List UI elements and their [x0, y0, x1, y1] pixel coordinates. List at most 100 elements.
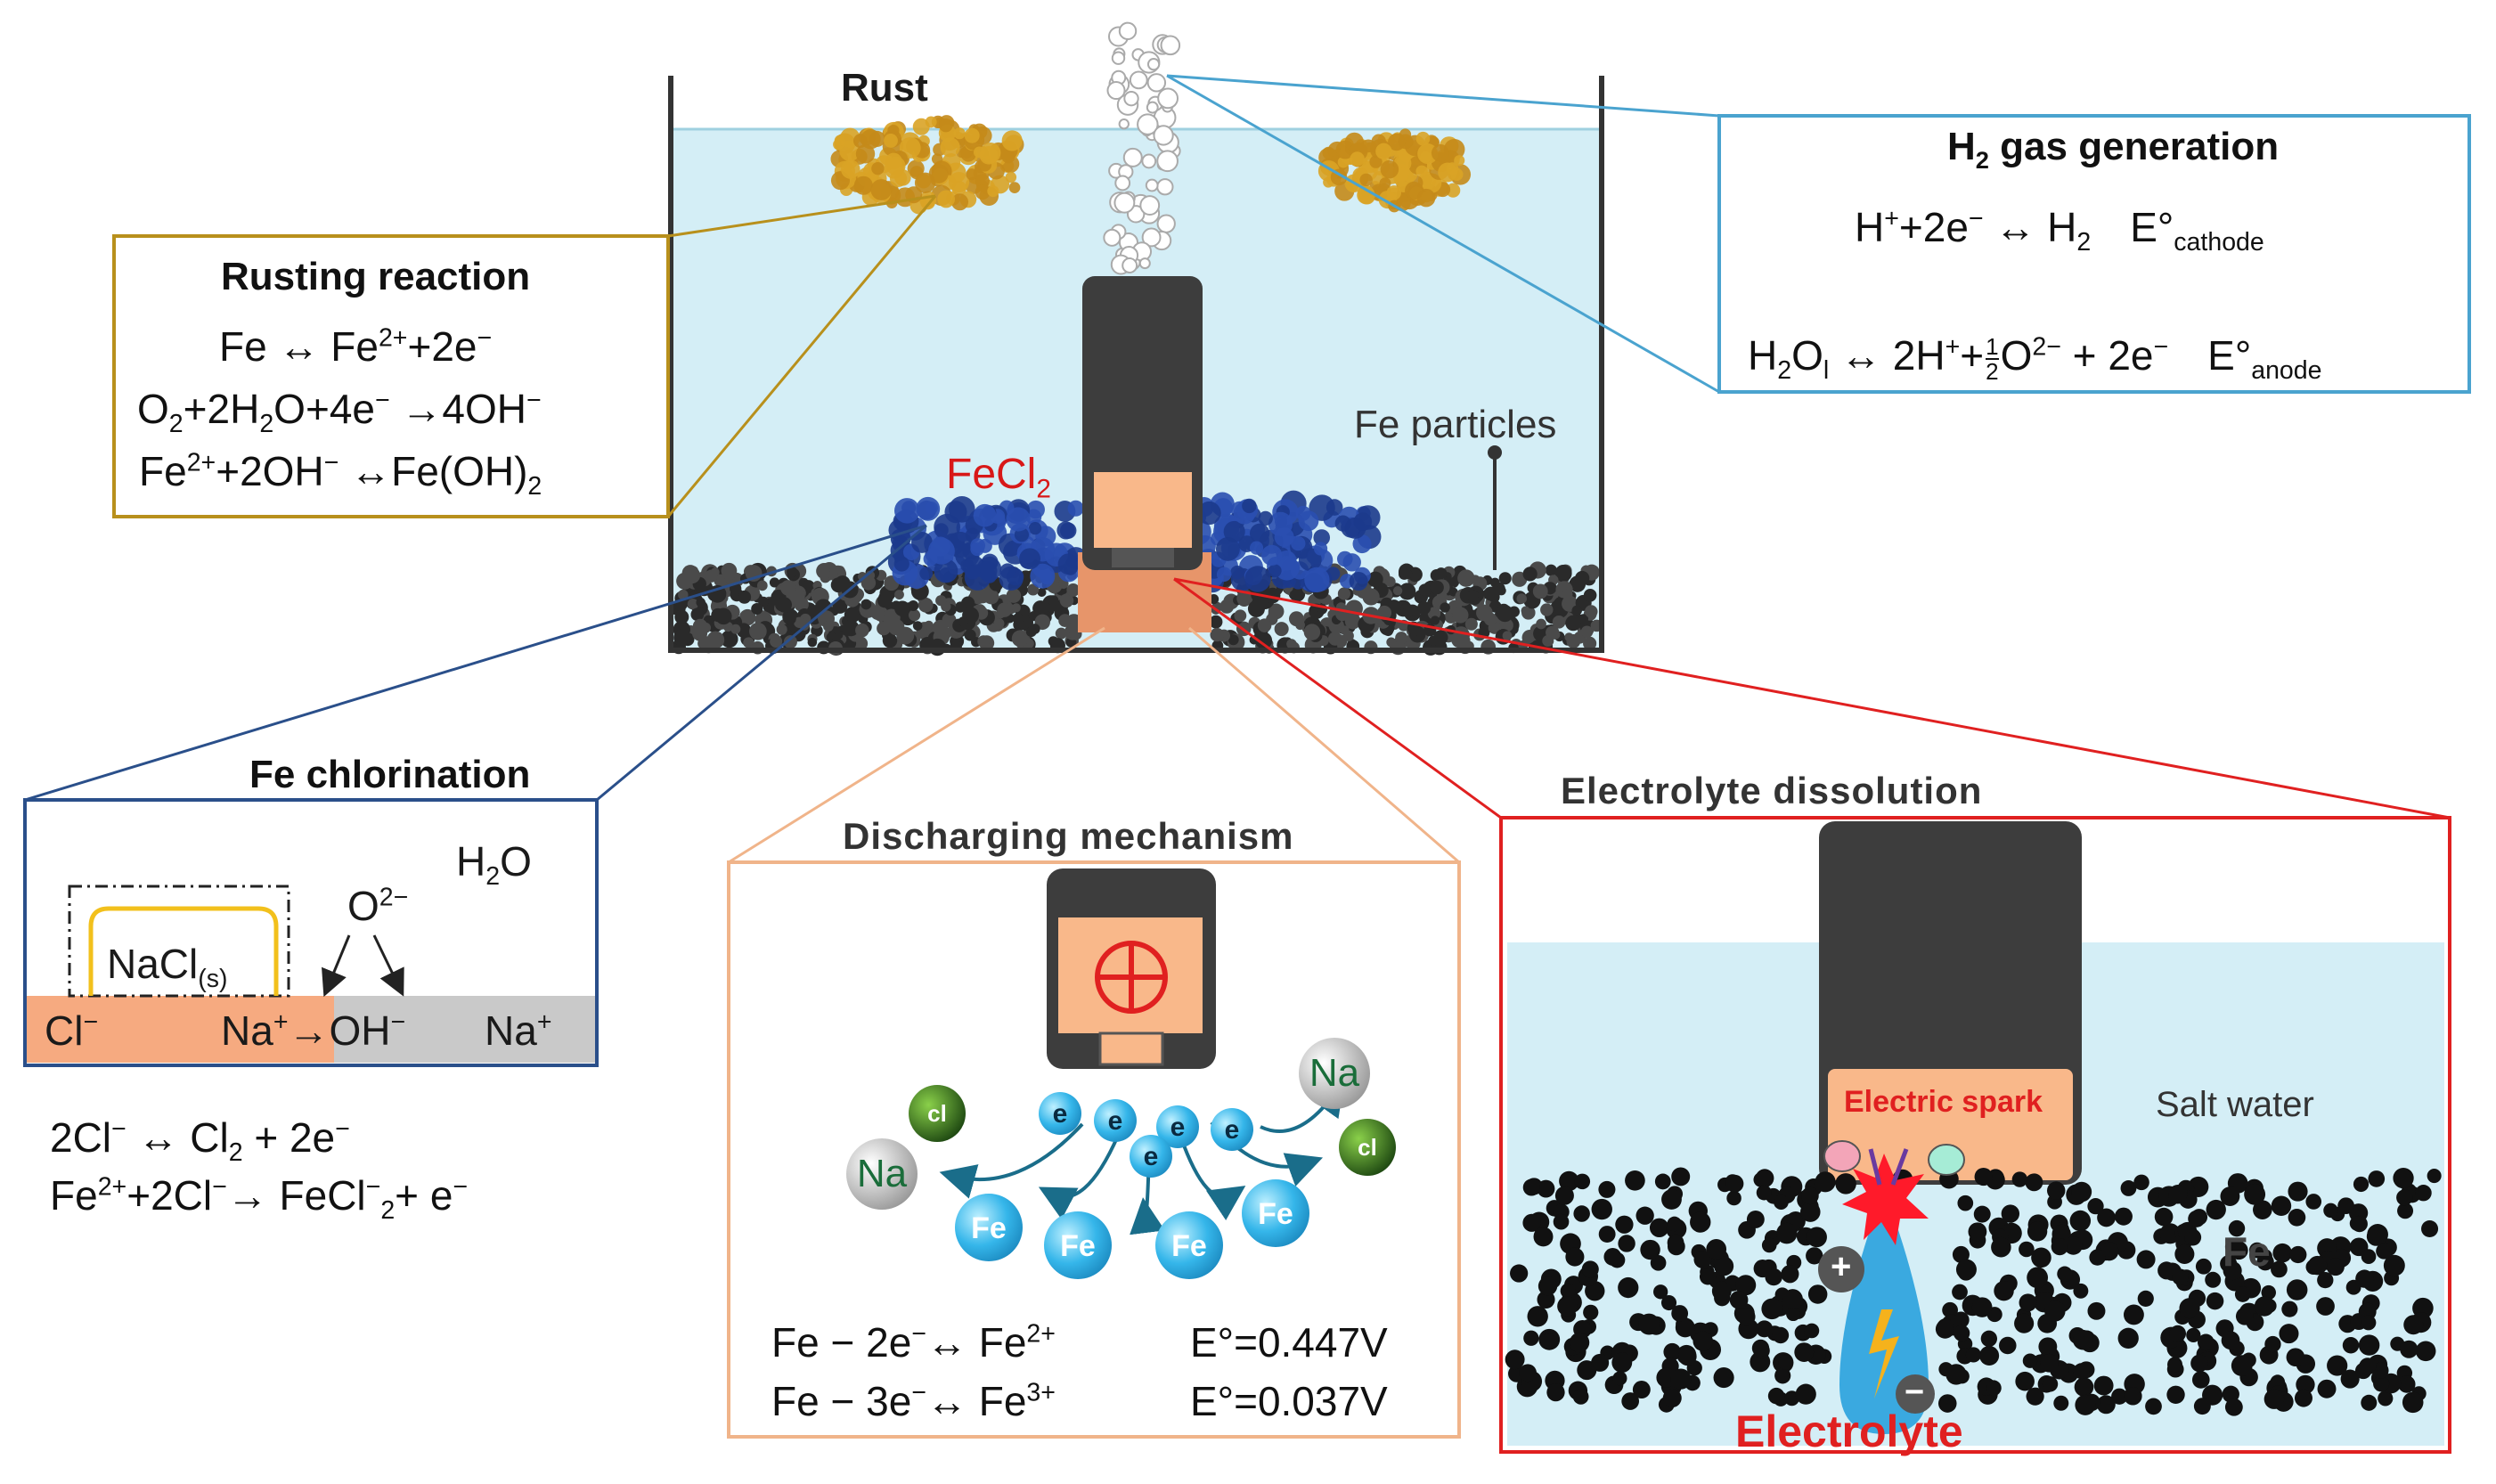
rust-particle: [925, 116, 937, 128]
fe-particle: [1971, 1297, 1993, 1317]
fe-particle: [1991, 1236, 2011, 1258]
fe-particle: [1571, 605, 1582, 616]
fe-particle: [1527, 1306, 1548, 1327]
fe-particle: [1011, 630, 1029, 648]
fe-particle: [2027, 1221, 2048, 1242]
fe-particle: [2188, 1210, 2206, 1227]
fe-particle: [2087, 1198, 2104, 1215]
rust-particle: [1415, 165, 1428, 177]
fe-particle: [1778, 1355, 1793, 1370]
fe-particle: [2261, 1284, 2277, 1301]
fe-particle: [770, 635, 783, 648]
fe-ion: [1044, 1211, 1112, 1279]
fe-particle: [2046, 1181, 2066, 1200]
electron-ball: [1094, 1099, 1137, 1142]
fe-particle: [2367, 1224, 2388, 1245]
fe-particle: [1621, 1392, 1640, 1410]
discharging-connector-right: [1188, 626, 1460, 864]
fe-particle: [2206, 1292, 2224, 1310]
fecl2-particle: [1030, 563, 1056, 589]
fe-particle: [1675, 1317, 1695, 1338]
fe-particle: [2114, 1207, 2133, 1226]
nacl-crystal-outline: [68, 885, 290, 998]
fe-particle: [1059, 593, 1074, 607]
rust-particle: [1386, 185, 1402, 200]
fe-particle: [2197, 1333, 2215, 1351]
fecl2-particle: [1223, 520, 1245, 542]
fe-particle: [2026, 1387, 2044, 1406]
rust-label: Rust: [841, 66, 928, 110]
fe-particle: [1440, 602, 1450, 613]
fecl2-particle: [1325, 567, 1341, 581]
electron-label: e: [1225, 1115, 1240, 1145]
fe-particle: [1219, 599, 1235, 614]
fe-particle: [2223, 1260, 2242, 1281]
rusting-eq-2: O2+2H2O+4e− →4OH−: [137, 386, 542, 439]
fe-particle: [924, 620, 934, 631]
discharging-connector-left: [728, 626, 1105, 864]
fe-particle: [2393, 1167, 2414, 1189]
fe-particle: [1257, 618, 1272, 632]
fe-particle: [2279, 1324, 2299, 1344]
fe-particle: [1392, 586, 1403, 596]
fe-particle: [2286, 1348, 2305, 1367]
bubble: [1118, 118, 1130, 130]
fe-particle: [2296, 1374, 2315, 1395]
fe-particle: [2271, 1195, 2292, 1216]
fe-particle: [2376, 1243, 2393, 1260]
fe-particle: [1417, 600, 1432, 616]
fe-particle: [1575, 570, 1590, 586]
rust-particle: [1350, 151, 1365, 167]
fe-particle: [1699, 1268, 1717, 1285]
fe-particle: [1559, 1170, 1579, 1192]
electrolyte-fe-label: Fe: [2223, 1228, 2271, 1275]
bubble: [1106, 81, 1126, 101]
bubble: [1141, 153, 1157, 169]
fe-particle: [1562, 589, 1573, 600]
rust-particle: [979, 145, 999, 165]
fe-particle: [1430, 616, 1440, 625]
fe-particle: [1953, 1325, 1970, 1341]
fe-ion: [955, 1194, 1023, 1261]
fe-particle: [1552, 616, 1566, 629]
fe-particle: [2190, 1354, 2209, 1373]
fe-particle: [1432, 630, 1448, 645]
electron-label: e: [1171, 1113, 1186, 1142]
fe-particle: [1667, 1216, 1682, 1232]
fe-particle: [1048, 595, 1059, 606]
fe-particle: [2264, 1335, 2281, 1353]
rust-particle: [1388, 133, 1406, 151]
fe-particle: [1968, 1222, 1987, 1242]
fecl2-particle: [1334, 515, 1351, 532]
fe-particle: [1618, 1276, 1639, 1299]
fe-particle: [1583, 636, 1597, 650]
minus-bubble: [1896, 1374, 1935, 1414]
fe-particle: [1580, 625, 1594, 639]
fe-particle: [1774, 1195, 1789, 1211]
fe-particle: [1653, 1284, 1668, 1300]
fe-particle: [877, 621, 891, 636]
fe-particle: [912, 621, 923, 631]
fe-particle: [2415, 1341, 2436, 1362]
fe-particle: [787, 567, 798, 578]
fe-ion: [1155, 1211, 1223, 1279]
fe-particle: [1538, 1276, 1558, 1296]
electron-label: e: [1144, 1142, 1159, 1171]
bubble: [1145, 178, 1159, 192]
fe-particle: [1591, 1353, 1610, 1372]
fecl2-particle: [919, 567, 934, 581]
fe-particle: [2342, 1337, 2360, 1354]
fe-particle: [2378, 1390, 2394, 1407]
fe-particle: [2117, 1327, 2139, 1349]
fe-particle: [2145, 1398, 2162, 1415]
fecl2-particle: [1258, 510, 1273, 526]
fe-particle: [2264, 1389, 2285, 1409]
rust-particle: [939, 118, 953, 133]
fe-particle: [1638, 1313, 1660, 1335]
fe-particle: [2355, 1269, 2374, 1288]
rust-particle: [1359, 173, 1373, 187]
fe-particle: [1584, 605, 1598, 618]
fe-particle: [1761, 1298, 1782, 1320]
fe-particle: [1804, 1323, 1820, 1339]
fe-particle: [2221, 1331, 2240, 1350]
